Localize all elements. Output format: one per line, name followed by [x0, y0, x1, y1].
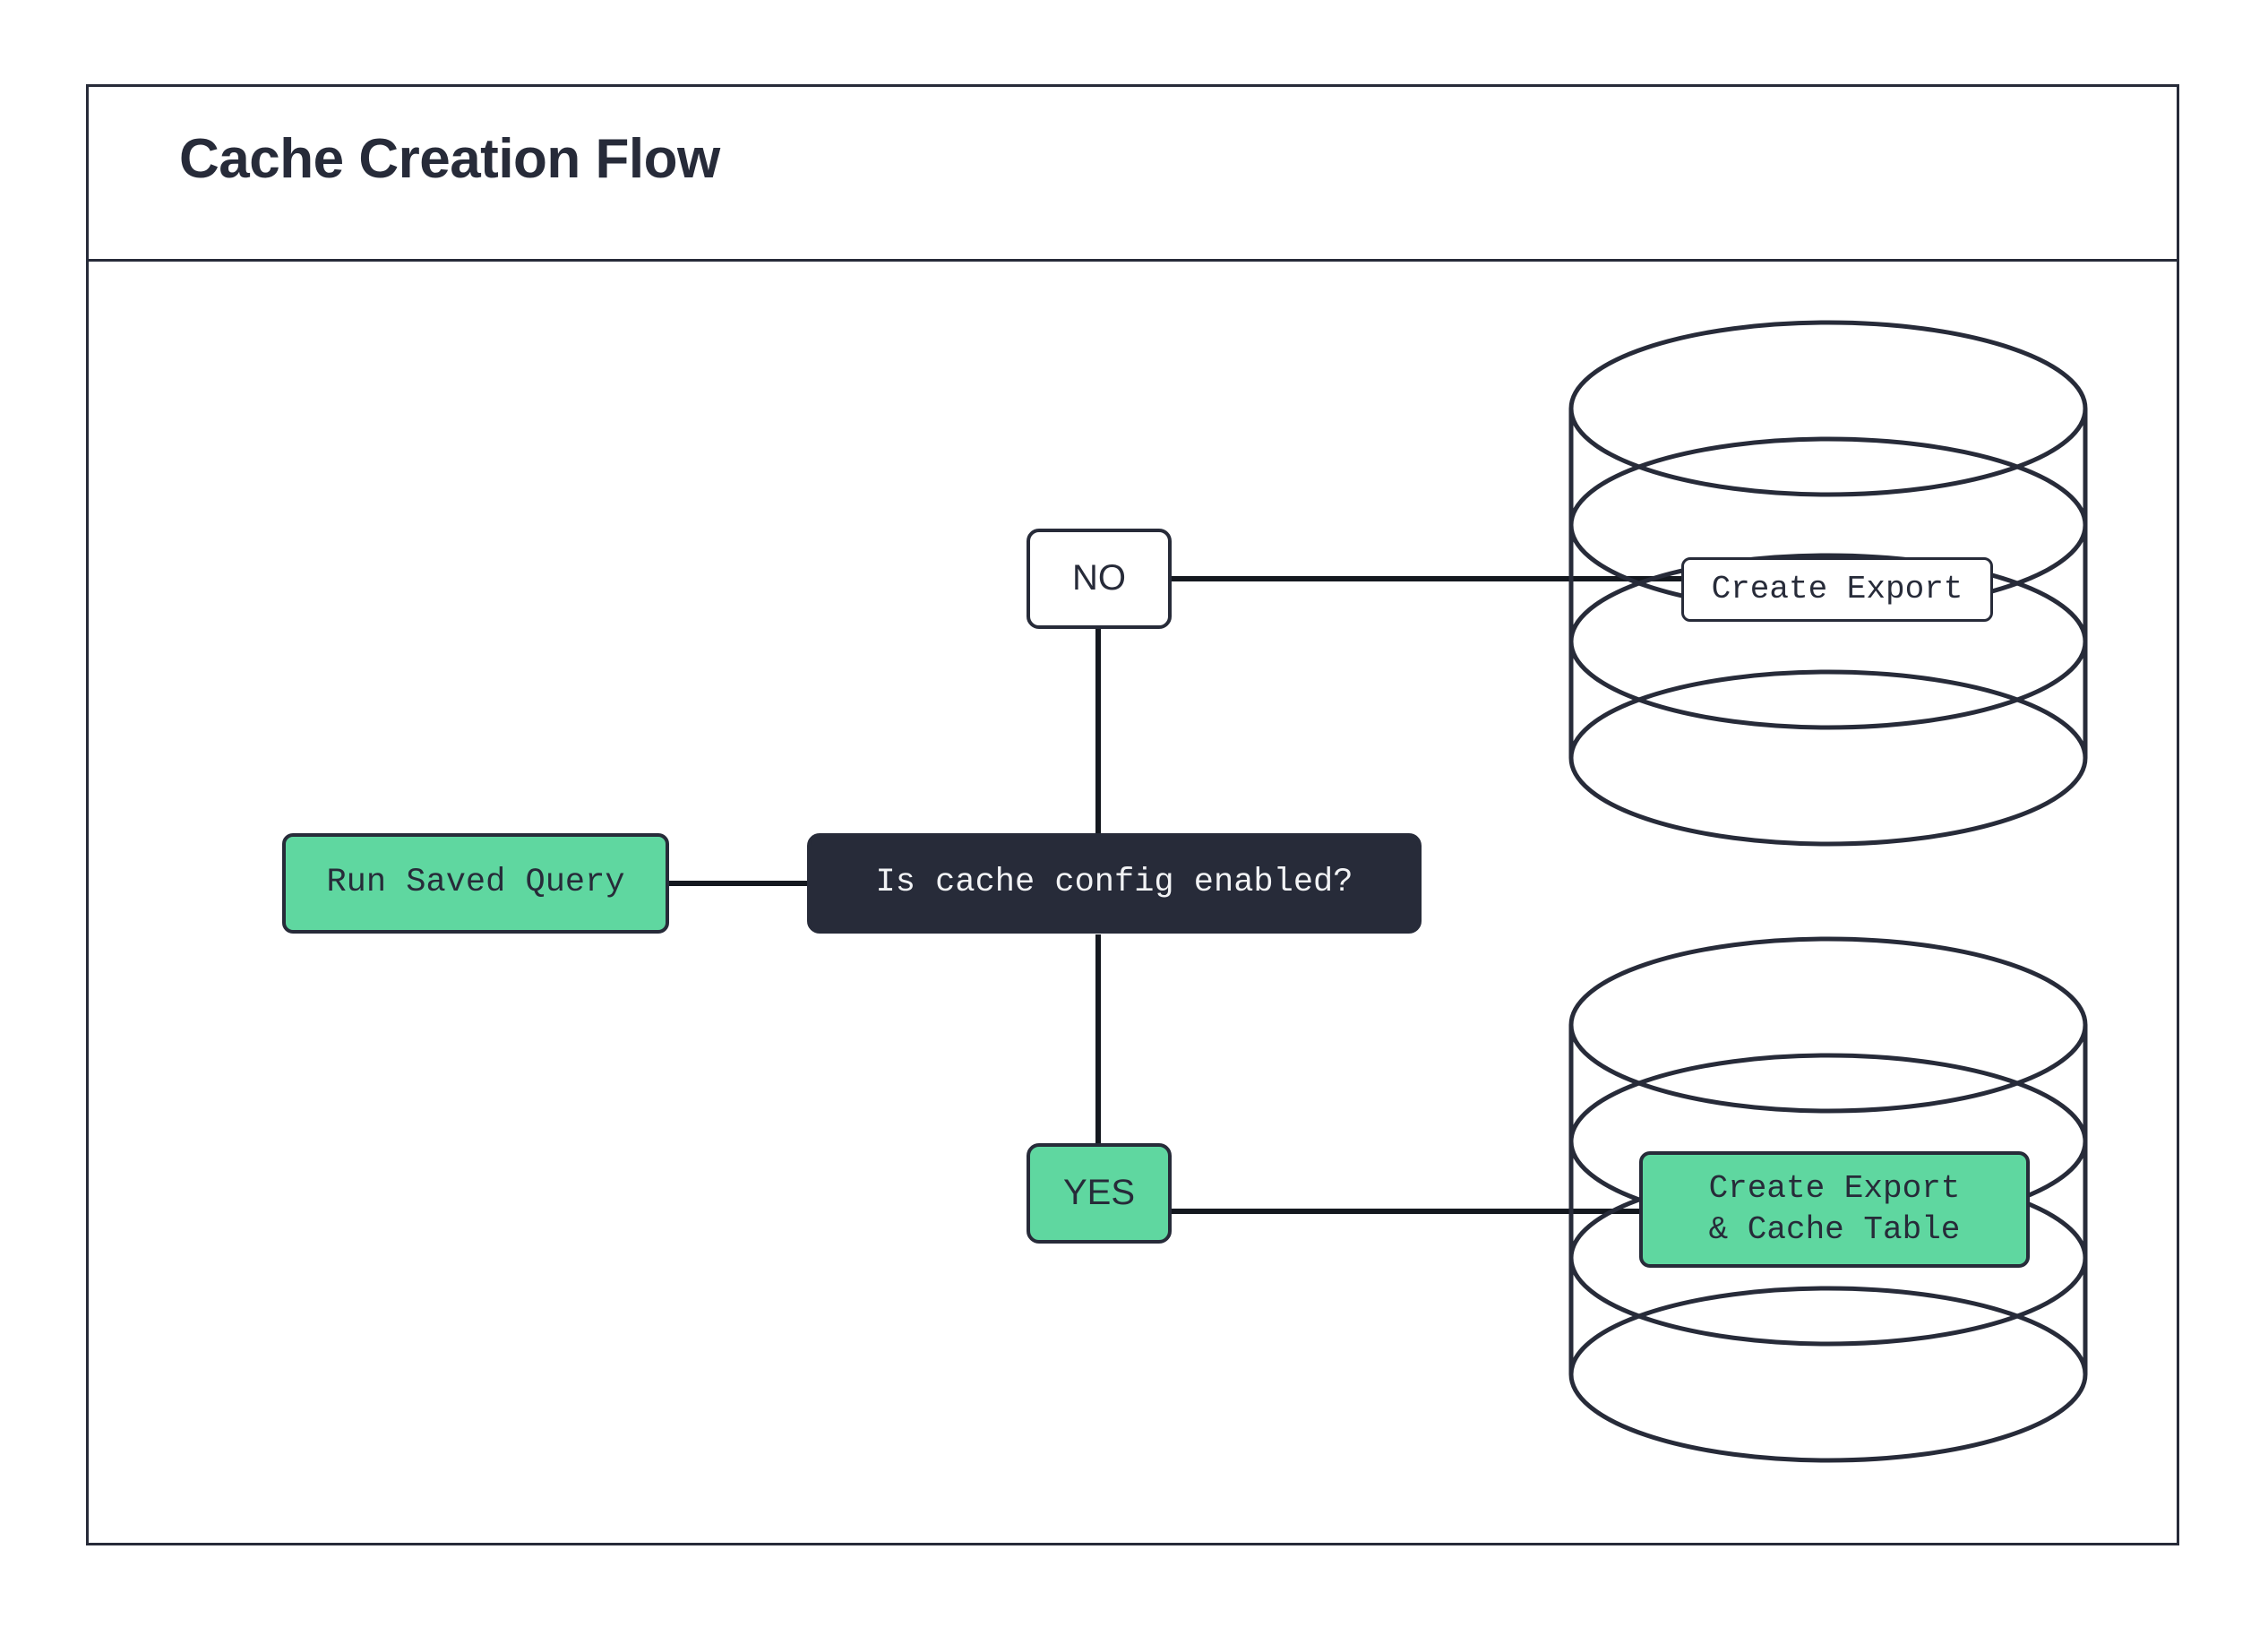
node-create-export[interactable]: Create Export — [1681, 557, 1993, 622]
node-create-export-and-cache-table[interactable]: Create Export & Cache Table — [1639, 1151, 2030, 1268]
node-run-saved-query[interactable]: Run Saved Query — [282, 833, 669, 934]
page-title: Cache Creation Flow — [179, 128, 720, 190]
node-decision-is-cache-config-enabled[interactable]: Is cache config enabled? — [807, 833, 1422, 934]
diagram-title-bar: Cache Creation Flow — [86, 84, 2179, 262]
diagram-frame — [86, 84, 2179, 1545]
edge-label-no[interactable]: NO — [1027, 529, 1172, 629]
edge-label-yes[interactable]: YES — [1027, 1143, 1172, 1244]
